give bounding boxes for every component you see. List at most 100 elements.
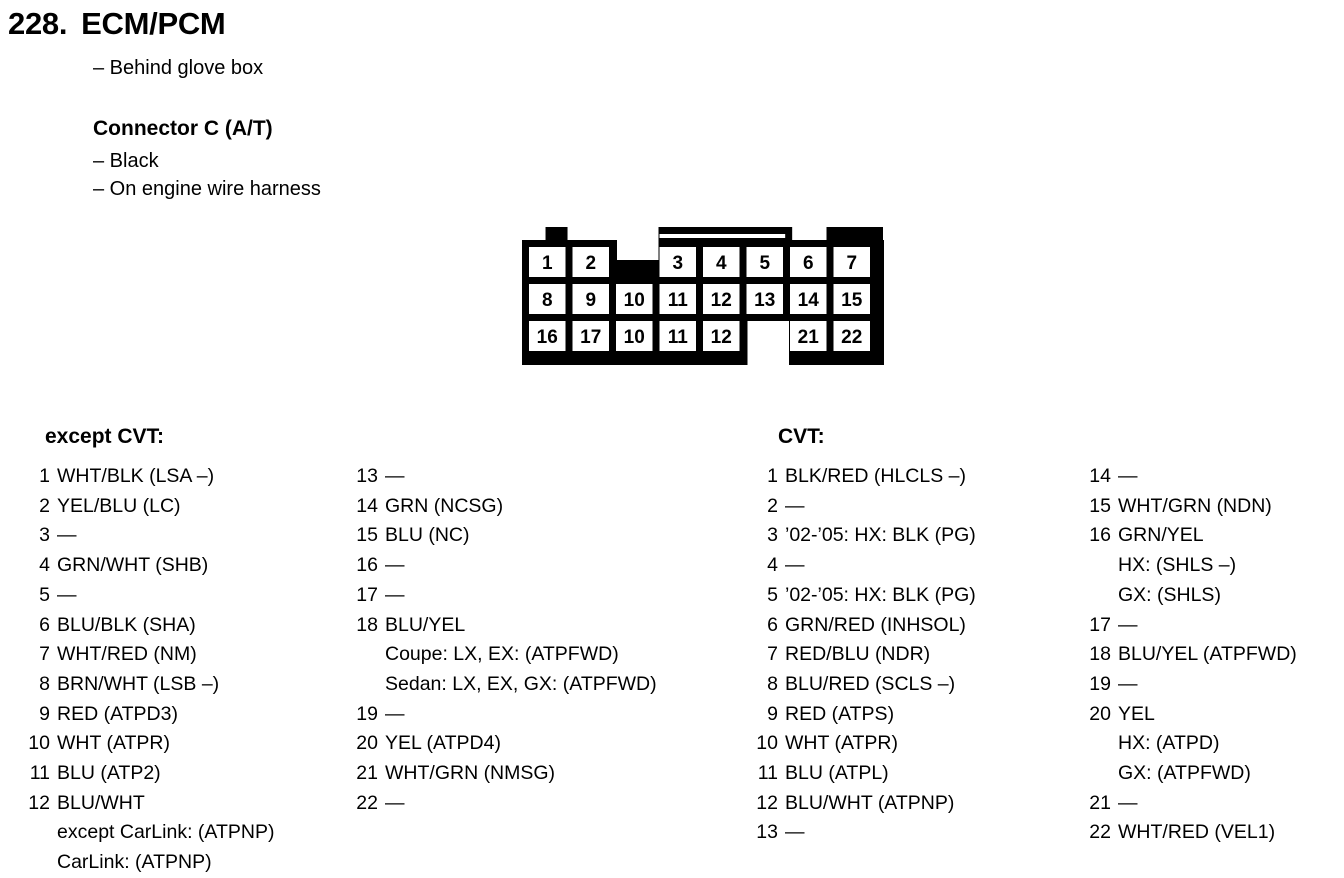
pin-description: ’02-’05: HX: BLK (PG) — [785, 524, 976, 547]
pin-description: YEL/BLU (LC) — [57, 494, 181, 517]
pin-number: 9 — [39, 702, 50, 725]
connector-harness-note: – On engine wire harness — [93, 178, 321, 200]
cvt-pin-3: 3’02-’05: HX: BLK (PG) — [752, 521, 976, 551]
pin-number: 15 — [1089, 494, 1111, 517]
cvt-pin-4: 4— — [752, 551, 976, 581]
except-cvt-pin-2: 2 YEL/BLU (LC) — [24, 492, 274, 522]
pin-number: 16 — [356, 554, 378, 577]
pin-description: BLU/YEL (ATPFWD) — [1118, 643, 1297, 666]
page-title-text: ECM/PCM — [81, 6, 226, 41]
cvt-pin-17: 17— — [1085, 611, 1297, 641]
cvt-pin-2: 2— — [752, 492, 976, 522]
pin-number: 5 — [39, 583, 50, 606]
pin-description: BLU/YEL — [385, 613, 466, 636]
pin-number: 13 — [756, 821, 778, 844]
cvt-pin-13: 13— — [752, 818, 976, 848]
connector-pin-number: 14 — [798, 290, 820, 311]
pin-number: 14 — [1089, 465, 1111, 487]
pin-description: — — [385, 702, 405, 725]
connector-pin-number: 17 — [580, 327, 601, 348]
connector-pin-number: 8 — [542, 290, 553, 311]
cvt-pin-16-note: GX: (SHLS) — [1118, 583, 1221, 606]
pin-number: 4 — [767, 554, 778, 577]
page-title: 228. ECM/PCM — [8, 6, 226, 42]
connector-pin-number: 4 — [716, 253, 727, 274]
pin-number: 19 — [1089, 672, 1111, 695]
pin-description: WHT/RED (VEL1) — [1118, 821, 1276, 844]
pin-description: — — [1118, 465, 1138, 487]
pin-number: 13 — [356, 465, 378, 487]
except-cvt-header: except CVT: — [45, 425, 165, 448]
pin-number: 15 — [356, 524, 378, 547]
except-cvt-pin-16: 16— — [352, 551, 657, 581]
pin-number: 22 — [356, 791, 378, 814]
pin-number: 2 — [39, 494, 50, 517]
cvt-pin-16-note: HX: (SHLS –) — [1118, 554, 1237, 577]
pin-description: BLU/BLK (SHA) — [57, 613, 196, 636]
connector-pin-number: 1 — [542, 253, 553, 274]
pin-number: 17 — [1089, 613, 1111, 636]
pin-description: — — [57, 583, 77, 606]
except-cvt-pin-22: 22— — [352, 789, 657, 819]
pin-description: BLU (ATP2) — [57, 762, 161, 785]
pin-number: 12 — [756, 791, 778, 814]
pin-description: ’02-’05: HX: BLK (PG) — [785, 583, 976, 606]
pin-number: 21 — [1089, 791, 1111, 814]
pin-number: 11 — [757, 762, 778, 785]
connector-pin-number: 22 — [841, 327, 862, 348]
pin-number: 3 — [39, 524, 50, 547]
pin-description: — — [1118, 791, 1138, 814]
cvt-header: CVT: — [778, 425, 825, 448]
pin-description: BLU/WHT — [57, 791, 145, 814]
connector-right-notch — [826, 227, 883, 242]
connector-pin-number: 10 — [624, 290, 645, 311]
connector-pin-number: 16 — [537, 327, 558, 348]
pin-description: WHT/GRN (NDN) — [1118, 494, 1272, 517]
pin-description: — — [385, 583, 405, 606]
connector-pin-cell-16 — [529, 321, 566, 351]
pin-number: 18 — [356, 613, 378, 636]
pin-number: 7 — [767, 643, 778, 666]
except-cvt-pin-13: 13— — [352, 462, 657, 492]
connector-pin-number: 12 — [711, 290, 732, 311]
connector-color-note: – Black — [93, 150, 159, 172]
pin-number: 18 — [1089, 643, 1111, 666]
location-note: – Behind glove box — [93, 57, 264, 79]
connector-pin-number: 21 — [798, 327, 820, 348]
pin-number: 14 — [356, 494, 378, 517]
page-number: 228. — [8, 6, 68, 41]
pin-description: YEL (ATPD4) — [385, 732, 501, 755]
connector-pin-cell-2 — [572, 247, 609, 277]
connector-pin-cell-10 — [616, 284, 653, 314]
pin-description: — — [785, 554, 805, 577]
pin-number: 20 — [1089, 702, 1111, 725]
connector-pin-cell-11 — [659, 321, 696, 351]
cvt-pin-14: 14 — — [1085, 462, 1297, 492]
connector-pin-cell-1 — [529, 247, 566, 277]
pin-description: WHT (ATPR) — [57, 732, 171, 755]
pin-description: WHT/GRN (NMSG) — [385, 762, 556, 785]
connector-pin-cell-12 — [703, 284, 740, 314]
pin-description: RED (ATPD3) — [57, 702, 178, 725]
pin-number: 8 — [39, 672, 50, 695]
cvt-pin-15: 15 WHT/GRN (NDN) — [1085, 492, 1297, 522]
connector-pin-cell-17 — [572, 321, 609, 351]
connector-pin-cell-10 — [616, 321, 653, 351]
connector-pin-cell-5 — [746, 247, 783, 277]
pin-number: 12 — [28, 791, 50, 814]
except-cvt-pin-12-note: except CarLink: (ATPNP) — [57, 821, 275, 844]
